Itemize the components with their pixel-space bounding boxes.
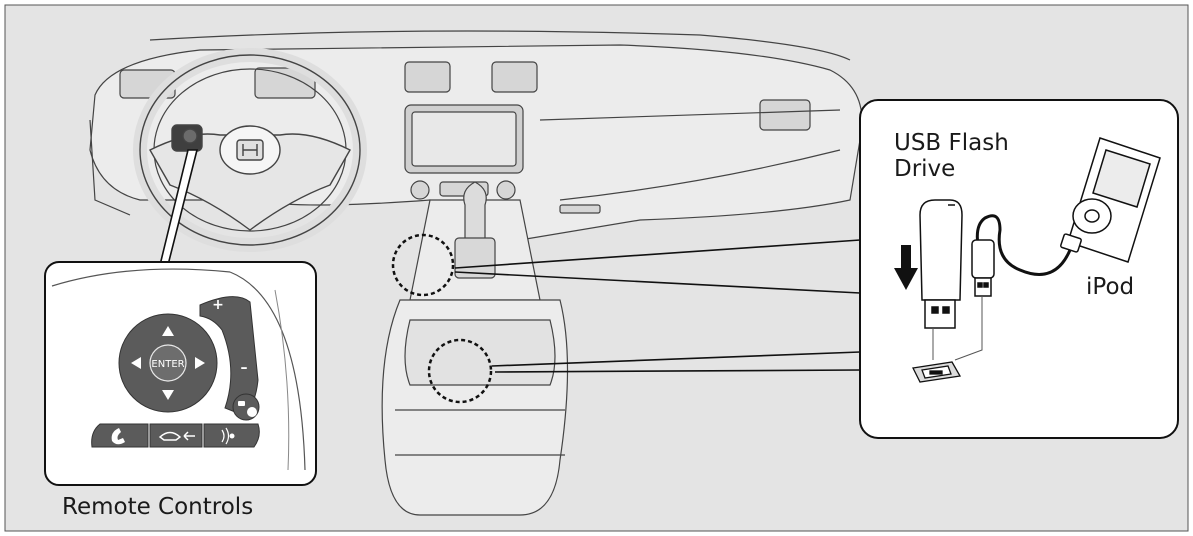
cable-usb-connector-icon bbox=[972, 240, 994, 296]
ipod-label: iPod bbox=[1086, 274, 1134, 300]
info-button bbox=[233, 394, 259, 420]
remote-controls-inset bbox=[45, 262, 316, 485]
enter-button-label: ENTER bbox=[151, 359, 184, 370]
volume-up-label: + bbox=[212, 297, 224, 313]
usb-flash-drive-icon bbox=[920, 200, 962, 328]
usb-flash-drive-label: USB Flash Drive bbox=[894, 130, 1009, 182]
remote-controls-label: Remote Controls bbox=[62, 494, 253, 520]
volume-down-label: – bbox=[241, 360, 248, 376]
